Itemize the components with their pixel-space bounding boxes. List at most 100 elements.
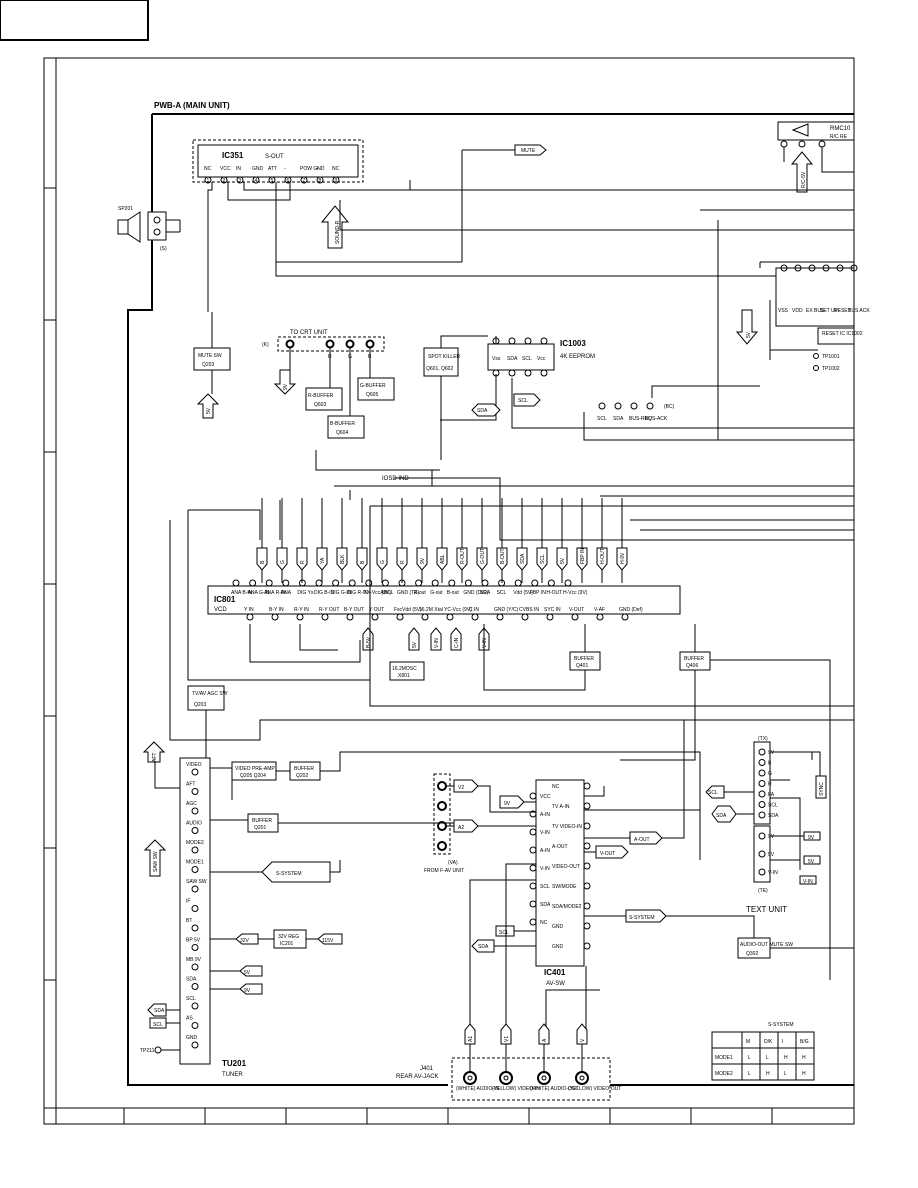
buffer-q406-name: BUFFER xyxy=(684,656,704,662)
ic801-signal-label: G-OUT xyxy=(480,548,486,564)
micro-5v-arrow xyxy=(735,309,759,345)
ic801-top-pin-label: SCL xyxy=(497,590,507,596)
tp1001-point xyxy=(813,353,819,359)
title-block xyxy=(0,0,149,41)
fav-wiring xyxy=(446,785,536,827)
ic801-bottom-pin-label: SYC IN xyxy=(544,607,561,613)
text-unit-wiring xyxy=(724,751,821,870)
text-tx-pin xyxy=(758,748,766,756)
ic351-pin xyxy=(252,176,260,184)
ic801-top-pin xyxy=(547,579,555,587)
ic801-bottom-signal-arrow xyxy=(408,627,420,651)
ic801-top-pin-label: ANA R-IN xyxy=(264,590,286,596)
ic801-top-pin xyxy=(531,579,539,587)
tuner-pin xyxy=(191,905,199,912)
mute-sw-ref: Q203 xyxy=(202,362,214,368)
tuner-pin-label: GND xyxy=(186,1035,198,1041)
iosd-wiring xyxy=(315,450,854,541)
buffer-wiring xyxy=(483,624,831,980)
ic401-9v-label: 9V xyxy=(504,801,511,807)
text-tx-connector: (TX) xyxy=(758,736,768,742)
spot-killer-name: SPOT KILLER xyxy=(428,354,461,360)
ic401-right-pin xyxy=(583,882,591,890)
tuner-9v-arrow xyxy=(239,983,263,995)
text-tx-pin xyxy=(758,759,766,766)
tuner-pin-label: AFT xyxy=(186,782,195,788)
spot-killer-refs: Q601, Q602 xyxy=(426,366,453,372)
ic401-s-system-label: S-SYSTEM xyxy=(629,915,655,921)
ic801-bottom-pin xyxy=(346,613,354,621)
fav-pin-4 xyxy=(437,841,447,851)
sound-r-label: SOUND-R xyxy=(335,220,341,244)
saw-sw-arrow xyxy=(143,839,167,877)
text-te-pin xyxy=(758,868,766,876)
ic801-top-pin-label: H-Vcc (9V) xyxy=(563,590,588,596)
ic801-signal-arrow xyxy=(396,547,408,571)
ic801-bottom-signal-label: B-5V xyxy=(366,636,372,648)
rmc-signal: R/C-5V xyxy=(801,171,807,188)
s-system-wiring xyxy=(210,860,341,873)
ic801-bottom-pin xyxy=(571,613,579,621)
tp211-point xyxy=(154,1046,162,1054)
av-jack-color: (YELLOW) VIDEO-IN xyxy=(492,1086,540,1092)
tvav-sw-name: TV/AV AGC SW xyxy=(192,691,228,697)
ic801-signal-arrow xyxy=(476,547,488,571)
ic401-right-pin-label: TV A-IN xyxy=(552,804,570,810)
ic351-pin-label: VCC xyxy=(220,166,231,172)
tuner-pin-label: SDA xyxy=(186,977,197,983)
fav-a2-arrow xyxy=(453,819,479,833)
ic801-top-pin xyxy=(365,579,373,587)
tuner-function: TUNER xyxy=(222,1072,243,1078)
crt-pin-r xyxy=(325,339,335,349)
ic351-pin xyxy=(204,176,212,184)
text-5v-label: 5V xyxy=(808,859,815,865)
ic801-bottom-pin xyxy=(496,613,504,621)
ic801-signal-arrow xyxy=(256,547,268,571)
ic801-bottom-pin-label: R-Y IN xyxy=(294,607,309,613)
ic801-signal-arrow xyxy=(496,547,508,571)
av-jack-arrow-label: A xyxy=(542,1038,548,1042)
osc-box xyxy=(389,661,425,681)
ic351-function: S-OUT xyxy=(265,154,284,160)
ic401-name: IC401 xyxy=(544,968,566,977)
text-sda-label: SDA xyxy=(716,813,727,819)
tuner-name: TU201 xyxy=(222,1059,247,1068)
ic801-top-pin xyxy=(232,579,240,587)
tuner-pin xyxy=(191,768,199,776)
ic801-signal-label: BLK xyxy=(340,554,346,564)
crt-pin-g xyxy=(345,339,355,349)
buffer-q401-name: BUFFER xyxy=(574,656,594,662)
ic351-pin-number: 9 xyxy=(335,178,338,184)
tuner-pin-label: MODE1 xyxy=(186,860,204,866)
fav-pin-1 xyxy=(437,781,447,791)
ic401-scl-label: SCL xyxy=(499,930,509,936)
ic801-top-pin xyxy=(348,579,356,587)
ic401-left-pin xyxy=(529,846,537,854)
ic801-bottom-signal-label: C-IN xyxy=(454,637,460,648)
text-scl-label: SCL xyxy=(708,790,718,796)
ic801-bottom-pin-label: YC-Vcc (9V) xyxy=(444,607,472,613)
preamp-name: VIDEO PRE-AMP xyxy=(235,766,275,772)
ic801-right-wiring xyxy=(369,495,854,707)
ic401-left-pin xyxy=(529,792,537,800)
ic401-right-pin xyxy=(583,842,591,850)
text-tx-pin xyxy=(758,769,766,777)
crt-unit-connector: (K) xyxy=(262,342,269,348)
rmc-wiring xyxy=(783,147,854,173)
text-vin-box xyxy=(799,875,817,885)
text-tx-pin-label: G xyxy=(768,771,772,777)
ic351-box xyxy=(197,144,359,178)
s-system-tuner-label: S-SYSTEM xyxy=(276,871,302,877)
ic1003-pin xyxy=(524,369,532,377)
mute-sw-name: MUTE SW xyxy=(198,353,222,359)
ic801-signal-label: H-9V xyxy=(620,552,626,564)
top-bus-wiring xyxy=(275,189,854,277)
text-tx-pin xyxy=(758,811,766,819)
tuner-bus-wiring xyxy=(161,1009,180,1051)
ic801-signal-label: R-OUT xyxy=(460,548,466,564)
ic401-right-pin-label: SW/MODE xyxy=(552,884,577,890)
speaker-wiring xyxy=(166,219,181,233)
ic801-bottom-pin xyxy=(546,613,554,621)
